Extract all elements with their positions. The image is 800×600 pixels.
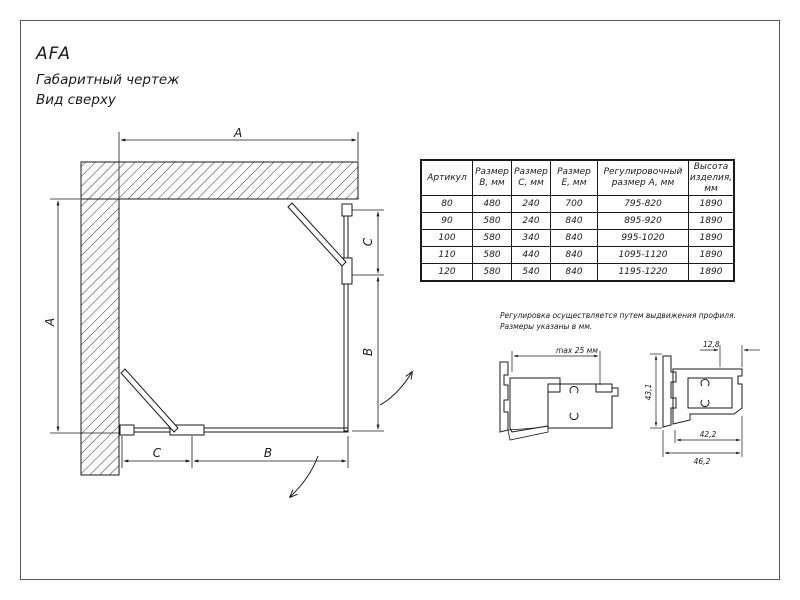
profile-dim-12-8: 12,8	[703, 340, 720, 349]
cell-adjust-a: 795-820	[597, 195, 689, 213]
glass-panel-right	[341, 203, 353, 432]
table-row: 120 580 540 840 1195-1220 1890	[420, 263, 735, 282]
cell-adjust-a: 1195-1220	[597, 263, 689, 282]
dimension-b-bottom-label: B	[264, 446, 272, 460]
cell-article: 80	[420, 195, 473, 213]
dimension-a-top-label: A	[233, 126, 242, 140]
swing-arrow-right	[379, 372, 412, 406]
cell-height: 1890	[688, 246, 735, 264]
cell-adjust-a: 995-1020	[597, 229, 689, 247]
table-row: 80 480 240 700 795-820 1890	[420, 195, 735, 213]
drawing-subtitle: Габаритный чертеж	[36, 72, 180, 88]
door-leaf-right	[287, 202, 347, 267]
max-adjustment-label: max 25 мм	[556, 346, 598, 355]
cell-size-e: 840	[550, 246, 598, 264]
profile-dim-46-2: 46,2	[694, 457, 711, 466]
dimension-b-right-label: B	[361, 348, 375, 356]
cell-adjust-a: 895-920	[597, 212, 689, 230]
cell-size-e: 840	[550, 263, 598, 282]
cell-size-b: 580	[472, 263, 512, 282]
cell-size-c: 540	[511, 263, 551, 282]
table-row: 90 580 240 840 895-920 1890	[420, 212, 735, 230]
cell-size-c: 240	[511, 195, 551, 213]
cell-size-b: 580	[472, 212, 512, 230]
swing-arrow-bottom	[290, 455, 319, 497]
cell-article: 110	[420, 246, 473, 264]
cell-adjust-a: 1095-1120	[597, 246, 689, 264]
drawing-frame	[20, 20, 780, 580]
dimension-c-right-label: C	[361, 237, 375, 246]
header-article: Артикул	[420, 159, 473, 196]
cell-height: 1890	[688, 195, 735, 213]
dimension-a-side	[50, 198, 119, 434]
wall-left	[80, 198, 120, 476]
model-title: AFA	[36, 44, 72, 64]
cell-size-e: 700	[550, 195, 598, 213]
cell-size-e: 840	[550, 229, 598, 247]
cell-size-e: 840	[550, 212, 598, 230]
view-label: Вид сверху	[36, 92, 116, 108]
dimension-c-bottom-label: C	[153, 446, 162, 460]
cell-article: 100	[420, 229, 473, 247]
dimension-c-right	[352, 209, 384, 276]
cell-height: 1890	[688, 263, 735, 282]
profile-detail-adjustment	[499, 351, 619, 441]
cell-size-b: 580	[472, 229, 512, 247]
profile-dim-43-1: 43,1	[644, 384, 653, 401]
units-note: Размеры указаны в мм.	[500, 322, 593, 331]
table-row: 110 580 440 840 1095-1120 1890	[420, 246, 735, 264]
cell-size-c: 440	[511, 246, 551, 264]
dimension-a-top	[118, 132, 359, 198]
cell-article: 120	[420, 263, 473, 282]
profile-detail-section	[650, 345, 760, 457]
glass-panel-bottom	[119, 424, 349, 436]
cell-height: 1890	[688, 229, 735, 247]
table-row: 100 580 340 840 995-1020 1890	[420, 229, 735, 247]
dimension-a-side-label: A	[43, 318, 57, 327]
dimension-bottom	[121, 436, 349, 468]
dimension-b-right	[352, 276, 384, 432]
cell-size-b: 480	[472, 195, 512, 213]
cell-size-c: 240	[511, 212, 551, 230]
cell-size-b: 580	[472, 246, 512, 264]
cell-article: 90	[420, 212, 473, 230]
cell-size-c: 340	[511, 229, 551, 247]
profile-dim-42-2: 42,2	[700, 430, 717, 439]
wall-top	[80, 161, 359, 200]
adjustment-note: Регулировка осуществляется путем выдвиже…	[500, 311, 736, 320]
cell-height: 1890	[688, 212, 735, 230]
door-leaf-bottom	[120, 368, 179, 433]
